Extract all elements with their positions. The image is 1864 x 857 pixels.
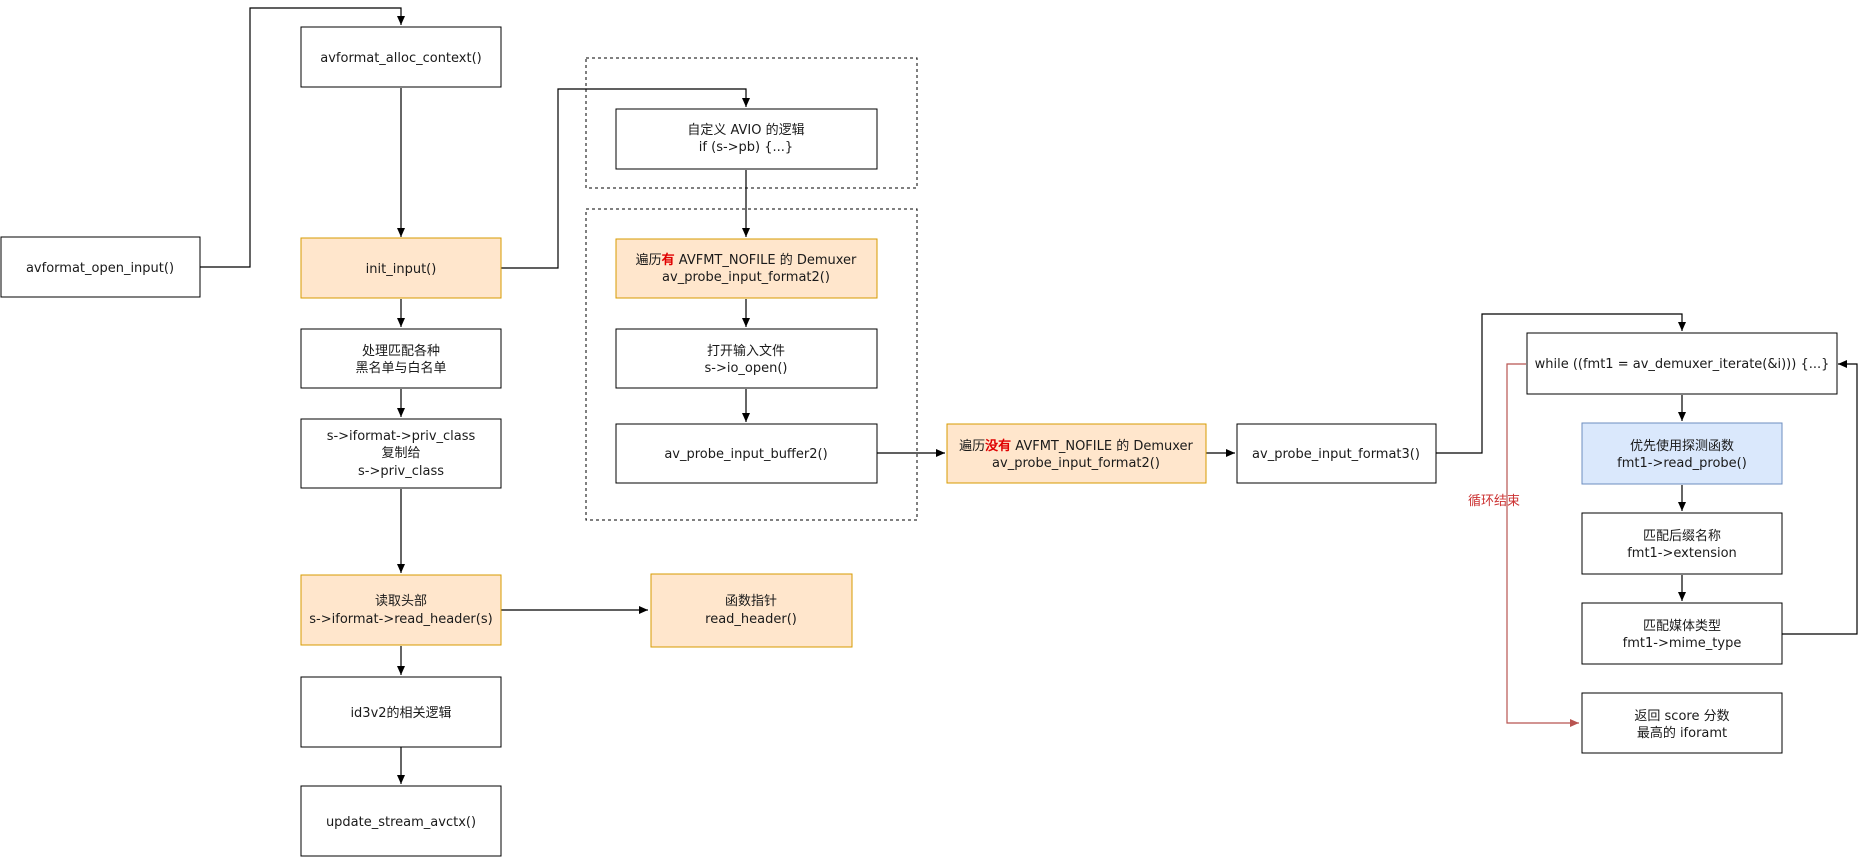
label-highlight: 没有 — [985, 438, 1011, 454]
node-label-line1: 打开输入文件 — [707, 343, 785, 359]
label-suffix: AVFMT_NOFILE 的 Demuxer — [675, 252, 857, 268]
node-probe-format2-nofile[interactable]: 遍历有 AVFMT_NOFILE 的 Demuxer av_probe_inpu… — [615, 238, 878, 299]
custom-avio-group — [585, 57, 918, 189]
node-read-probe[interactable]: 优先使用探测函数 fmt1->read_probe() — [1581, 422, 1783, 485]
node-avformat-alloc-context[interactable]: avformat_alloc_context() — [300, 26, 502, 88]
node-label-line2: read_header() — [705, 612, 797, 627]
node-label-line2: fmt1->mime_type — [1623, 636, 1742, 651]
node-label: id3v2的相关逻辑 — [350, 705, 451, 721]
label-suffix: AVFMT_NOFILE 的 Demuxer — [1011, 438, 1193, 454]
node-probe-format2-no-nofile[interactable]: 遍历没有 AVFMT_NOFILE 的 Demuxer av_probe_inp… — [946, 423, 1207, 484]
edge-open-input-to-alloc — [200, 7, 405, 268]
node-label-line2: 最高的 iforamt — [1637, 725, 1727, 741]
node-label: av_probe_input_buffer2() — [664, 447, 827, 462]
edge-mime-loop-back — [1782, 360, 1858, 635]
label-prefix: 遍历 — [959, 438, 985, 454]
node-mime-type[interactable]: 匹配媒体类型 fmt1->mime_type — [1581, 602, 1783, 665]
node-label-line1: 读取头部 — [375, 594, 427, 609]
label-highlight: 有 — [662, 252, 675, 268]
node-io-open[interactable]: 打开输入文件 s->io_open() — [615, 328, 878, 389]
node-label-line1: 匹配媒体类型 — [1643, 619, 1721, 634]
node-label-line1: 函数指针 — [725, 594, 777, 609]
node-probe-format3[interactable]: av_probe_input_format3() — [1236, 423, 1437, 484]
node-init-input[interactable]: init_input() — [300, 237, 502, 299]
node-func-pointer[interactable]: 函数指针 read_header() — [650, 573, 853, 648]
node-label-line1: 遍历没有 AVFMT_NOFILE 的 Demuxer — [959, 438, 1193, 454]
edge-init-to-custom-avio — [501, 88, 750, 269]
node-label-line1: 返回 score 分数 — [1634, 709, 1729, 724]
node-label-line2: 复制给 — [381, 446, 420, 461]
node-probe-buffer2[interactable]: av_probe_input_buffer2() — [615, 423, 878, 484]
node-label-line2: if (s->pb) {...} — [699, 140, 793, 155]
node-label-line2: av_probe_input_format2() — [992, 456, 1160, 471]
node-label-line1: s->iformat->priv_class — [327, 429, 476, 444]
node-custom-avio[interactable]: 自定义 AVIO 的逻辑 if (s->pb) {...} — [615, 108, 878, 170]
node-read-header[interactable]: 读取头部 s->iformat->read_header(s) — [300, 574, 502, 646]
node-blacklist[interactable]: 处理匹配各种 黑名单与白名单 — [300, 328, 502, 389]
node-label-line1: 自定义 AVIO 的逻辑 — [687, 122, 804, 138]
node-label-line1: 处理匹配各种 — [362, 343, 440, 359]
node-label-line2: av_probe_input_format2() — [662, 270, 830, 285]
node-return-score[interactable]: 返回 score 分数 最高的 iforamt — [1581, 692, 1783, 754]
node-label-line1: 优先使用探测函数 — [1630, 438, 1734, 454]
label-prefix: 遍历 — [636, 252, 662, 268]
node-label: while ((fmt1 = av_demuxer_iterate(&i))) … — [1535, 357, 1830, 372]
node-id3v2[interactable]: id3v2的相关逻辑 — [300, 676, 502, 748]
node-update-stream[interactable]: update_stream_avctx() — [300, 785, 502, 857]
loop-end-label: 循环结束 — [1468, 494, 1520, 509]
node-label: init_input() — [366, 262, 437, 277]
node-label-line2: fmt1->extension — [1627, 546, 1737, 561]
node-label-line2: 黑名单与白名单 — [355, 360, 446, 376]
node-avformat-open-input[interactable]: avformat_open_input() — [0, 236, 201, 298]
node-label-line1: 匹配后缀名称 — [1643, 528, 1721, 544]
node-priv-class[interactable]: s->iformat->priv_class 复制给 s->priv_class — [300, 418, 502, 489]
node-label: update_stream_avctx() — [326, 815, 476, 830]
node-extension[interactable]: 匹配后缀名称 fmt1->extension — [1581, 512, 1783, 575]
edge-while-loop-exit — [1506, 363, 1579, 727]
node-label: av_probe_input_format3() — [1252, 447, 1420, 462]
node-while-iterate[interactable]: while ((fmt1 = av_demuxer_iterate(&i))) … — [1526, 332, 1838, 395]
node-label-line1: 遍历有 AVFMT_NOFILE 的 Demuxer — [636, 252, 857, 268]
node-label-line2: fmt1->read_probe() — [1617, 456, 1747, 471]
node-label: avformat_alloc_context() — [320, 51, 481, 66]
node-label-line3: s->priv_class — [358, 464, 444, 479]
probe-input-group — [585, 208, 918, 521]
edge-format3-to-while — [1436, 313, 1686, 454]
node-label: avformat_open_input() — [26, 261, 174, 276]
node-label-line2: s->io_open() — [704, 361, 787, 376]
node-label-line2: s->iformat->read_header(s) — [309, 612, 492, 627]
